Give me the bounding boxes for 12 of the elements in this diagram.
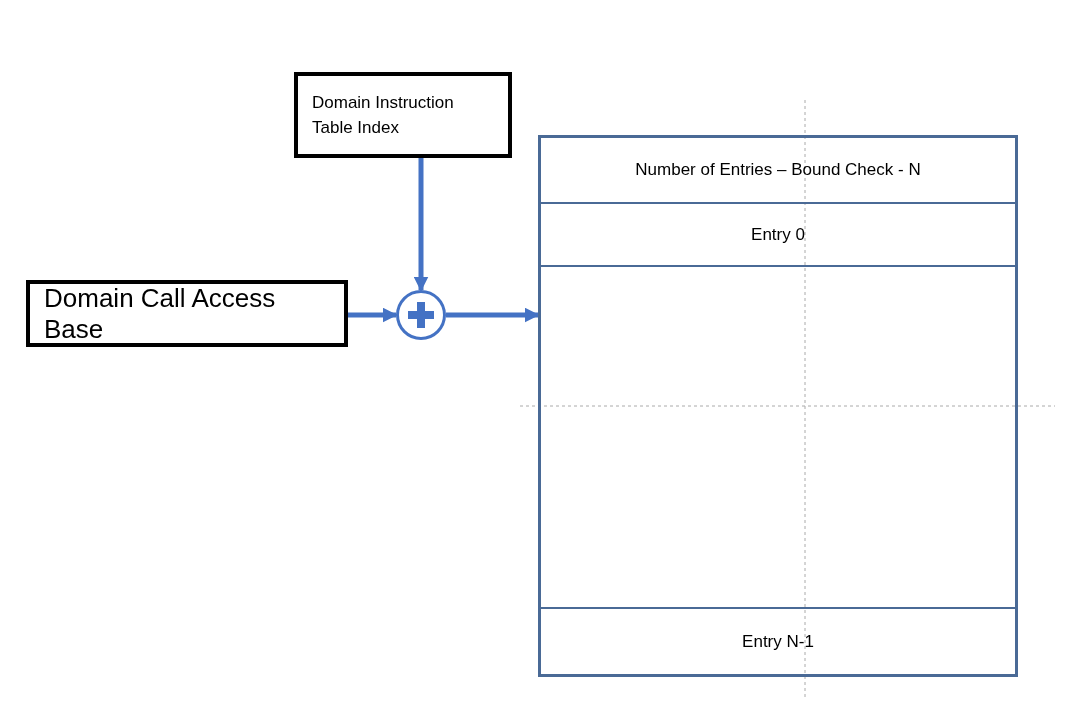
arrow — [348, 307, 398, 323]
index-box — [294, 72, 512, 158]
arrow — [446, 307, 540, 323]
table-box — [538, 135, 1018, 677]
node-label: Number of Entries – Bound Check - N — [635, 160, 921, 180]
arrow — [413, 158, 429, 292]
node-label: Entry 0 — [751, 224, 805, 245]
node-label: Domain Instruction Table Index — [312, 91, 455, 139]
node-label: Entry N-1 — [742, 631, 814, 652]
node-label: Domain Call Access Base — [44, 282, 277, 345]
base-box — [26, 280, 348, 347]
adder-circle — [396, 290, 446, 340]
